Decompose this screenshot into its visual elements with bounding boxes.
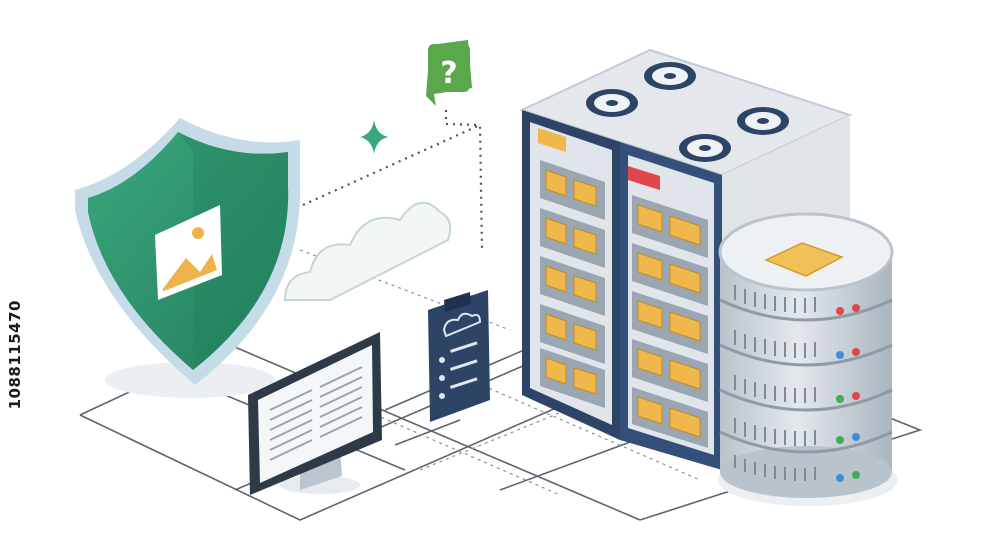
shield-image-icon [75, 118, 301, 398]
vent-slots [734, 285, 816, 481]
status-leds [836, 304, 860, 482]
fan-icon [586, 62, 789, 162]
drive-bays-right [632, 195, 708, 448]
cloud-icon [283, 201, 452, 301]
image-icon [155, 205, 222, 300]
drive-bays-left [540, 160, 605, 408]
stock-image-id: 1088115470 [6, 300, 24, 410]
question-mark-icon: ? [426, 40, 472, 106]
connector-lines [302, 110, 484, 251]
sparkle-icon [360, 120, 388, 154]
question-mark-glyph: ? [440, 56, 457, 91]
chip-icon [764, 242, 844, 277]
database-icon [718, 212, 898, 506]
monitor-icon [248, 332, 382, 495]
clipboard-checklist-icon [428, 290, 490, 422]
